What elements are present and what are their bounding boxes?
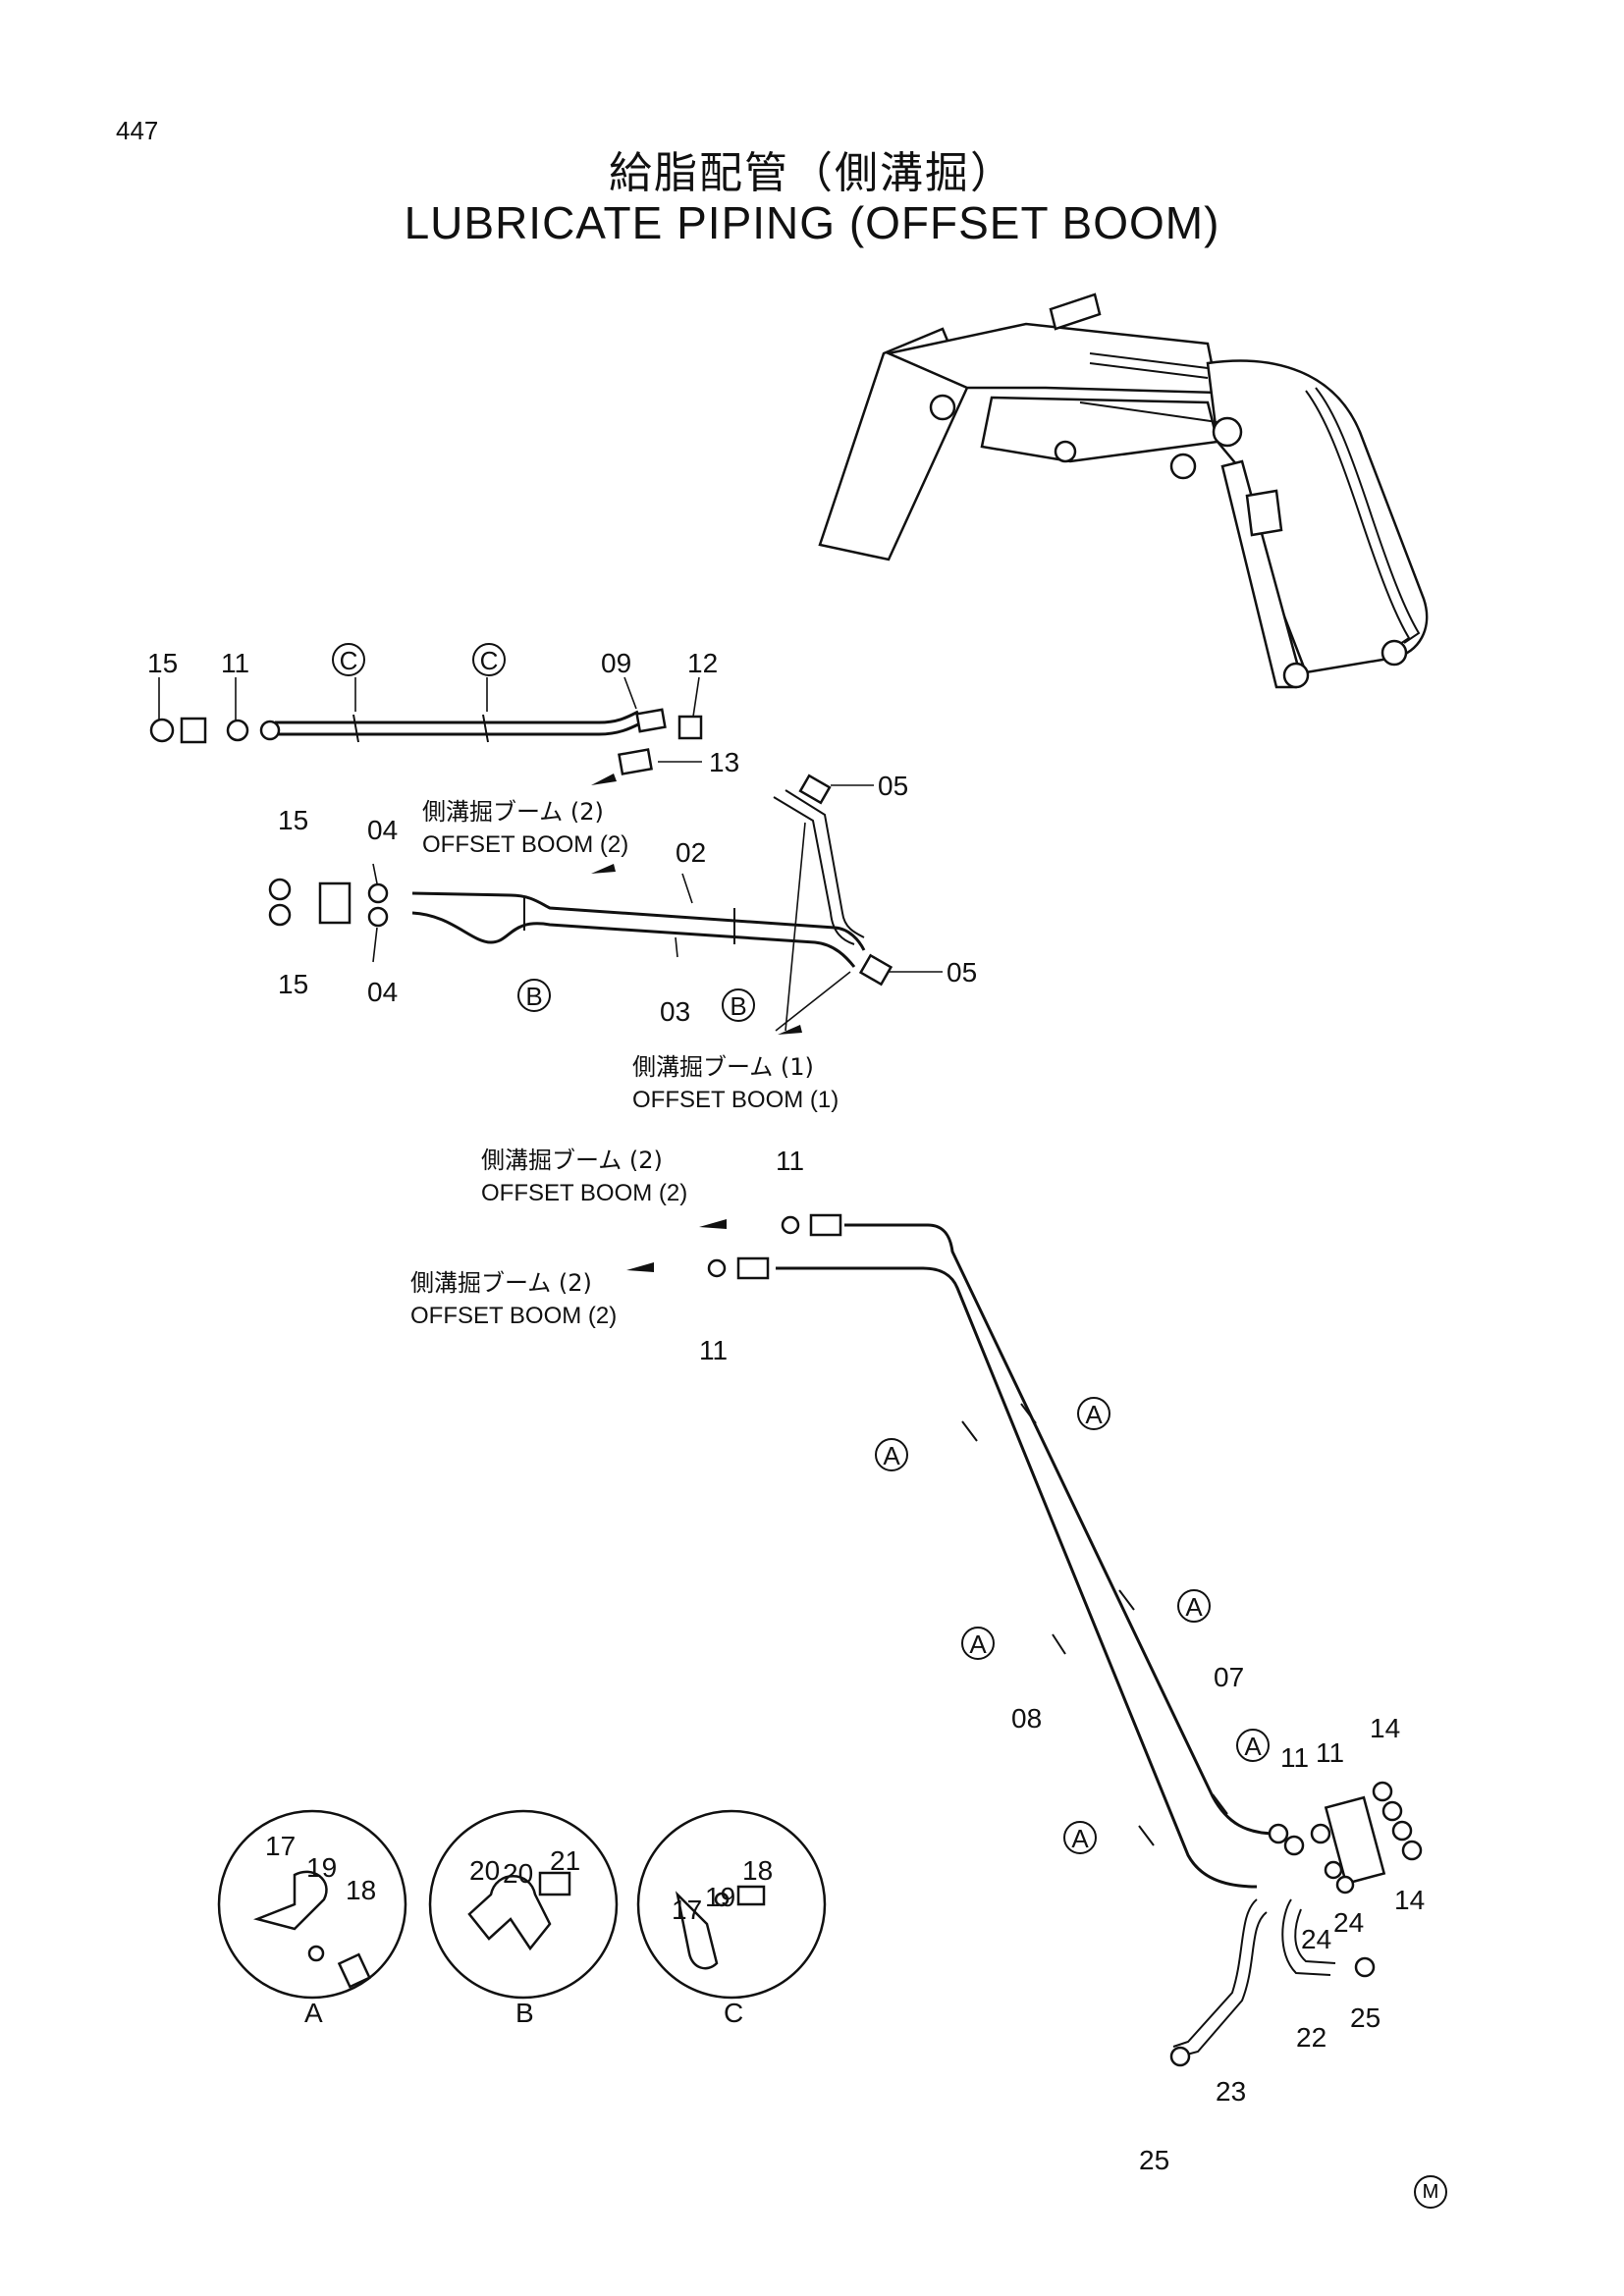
part-label: 05 bbox=[878, 771, 908, 801]
part-label: 02 bbox=[676, 837, 706, 868]
callout-letter-b: B bbox=[525, 982, 542, 1011]
detail-circle-b bbox=[428, 1809, 619, 2000]
callout-letter-a: A bbox=[1071, 1824, 1089, 1853]
callout-letter-a: A bbox=[883, 1441, 900, 1470]
part-label: 04 bbox=[367, 815, 398, 845]
pipe-02-03-assembly bbox=[268, 774, 943, 1035]
distribution-block bbox=[1324, 1795, 1386, 1886]
note-offset-boom-2-en: OFFSET BOOM (2) bbox=[422, 831, 628, 858]
detail-letter: A bbox=[304, 1998, 323, 2028]
callout-letter-b: B bbox=[730, 991, 746, 1021]
note-offset-boom-1-en: OFFSET BOOM (1) bbox=[632, 1087, 839, 1113]
part-label: 07 bbox=[1214, 1662, 1244, 1692]
circled-callouts: C C B B A A A A A A bbox=[332, 643, 1270, 1854]
note-offset-boom-2-jp: 側溝掘ブーム (2) bbox=[481, 1147, 663, 1174]
part-label: 04 bbox=[367, 977, 398, 1007]
callout-letter-a: A bbox=[1244, 1732, 1262, 1761]
block-fitting bbox=[180, 717, 207, 744]
part-label: 20 bbox=[469, 1855, 500, 1886]
part-label: 20 bbox=[503, 1858, 533, 1889]
note-offset-boom-2-jp: 側溝掘ブーム (2) bbox=[410, 1269, 592, 1297]
grease-nipple-15-upper bbox=[268, 878, 292, 901]
part-label: 17 bbox=[672, 1895, 702, 1925]
adapter-11-upper bbox=[781, 1215, 800, 1235]
part-label: 19 bbox=[306, 1852, 337, 1883]
part-label: 09 bbox=[601, 648, 631, 678]
part-label: 19 bbox=[705, 1882, 735, 1912]
callout-letter-a: A bbox=[1185, 1592, 1203, 1622]
adapter-11 bbox=[226, 719, 249, 742]
part-label: 21 bbox=[550, 1845, 580, 1876]
part-label: 24 bbox=[1301, 1924, 1331, 1954]
title-english: LUBRICATE PIPING (OFFSET BOOM) bbox=[404, 197, 1220, 248]
part-label: 18 bbox=[346, 1875, 376, 1905]
adapter-11-lower bbox=[707, 1258, 727, 1278]
callout-letter-c: C bbox=[480, 646, 499, 675]
note-offset-boom-2-en: OFFSET BOOM (2) bbox=[481, 1180, 687, 1206]
fitting-lower bbox=[736, 1256, 770, 1280]
part-label: 18 bbox=[742, 1855, 773, 1886]
pipe-09-assembly bbox=[149, 676, 703, 785]
fitting-13 bbox=[618, 748, 653, 775]
part-label: 11 bbox=[1316, 1737, 1344, 1768]
note-offset-boom-1-jp: 側溝掘ブーム (1) bbox=[632, 1053, 814, 1081]
part-label: 13 bbox=[709, 747, 739, 777]
detail-circle-c bbox=[636, 1809, 827, 2000]
note-offset-boom-2-en: OFFSET BOOM (2) bbox=[410, 1303, 617, 1329]
callout-letter-c: C bbox=[340, 646, 358, 675]
part-label: 11 bbox=[699, 1335, 728, 1365]
detail-letter: B bbox=[515, 1998, 534, 2028]
part-label: 08 bbox=[1011, 1703, 1042, 1734]
detail-circle-a bbox=[217, 1809, 407, 2000]
callout-letter-a: A bbox=[969, 1629, 987, 1659]
part-label: 17 bbox=[265, 1831, 296, 1861]
part-label: 11 bbox=[1280, 1742, 1309, 1773]
part-label: 15 bbox=[278, 805, 308, 835]
block-mounting bbox=[318, 881, 352, 925]
part-label: 22 bbox=[1296, 2022, 1326, 2053]
fitting-upper bbox=[809, 1213, 842, 1237]
note-offset-boom-2-jp: 側溝掘ブーム (2) bbox=[422, 798, 604, 826]
machine-overview-illustration bbox=[818, 293, 1429, 689]
elbow-05-lower bbox=[858, 953, 893, 987]
fitting-end bbox=[635, 708, 667, 733]
part-label: 05 bbox=[947, 957, 977, 988]
detail-letter: C bbox=[724, 1998, 743, 2028]
part-label: 25 bbox=[1350, 2002, 1380, 2033]
part-label: 03 bbox=[660, 996, 690, 1027]
part-label: 12 bbox=[687, 648, 718, 678]
part-label: 25 bbox=[1139, 2145, 1169, 2175]
part-label: 24 bbox=[1333, 1907, 1364, 1938]
elbow-25-left bbox=[1169, 2046, 1191, 2067]
elbow-12 bbox=[677, 715, 703, 740]
callout-letter-a: A bbox=[1085, 1400, 1103, 1429]
title-japanese: 給脂配管（側溝掘） bbox=[609, 148, 1015, 198]
m-mark: M bbox=[1414, 2175, 1447, 2209]
elbow-05-upper bbox=[798, 774, 832, 805]
elbow-25-right bbox=[1354, 1956, 1376, 1978]
part-label: 11 bbox=[221, 648, 249, 678]
part-label: 23 bbox=[1216, 2076, 1246, 2107]
grease-nipple-15 bbox=[149, 718, 175, 743]
part-label: 14 bbox=[1394, 1885, 1425, 1915]
adapter-04-upper bbox=[367, 882, 389, 904]
pipe-07-08-assembly bbox=[626, 1213, 1423, 2067]
adapter-04-lower bbox=[367, 906, 389, 928]
part-label: 15 bbox=[278, 969, 308, 999]
page-number: 447 bbox=[116, 116, 159, 145]
part-label: 11 bbox=[776, 1146, 804, 1176]
grease-nipple-15-lower bbox=[268, 903, 292, 927]
part-label: 14 bbox=[1370, 1713, 1400, 1743]
part-label: 15 bbox=[147, 648, 178, 678]
